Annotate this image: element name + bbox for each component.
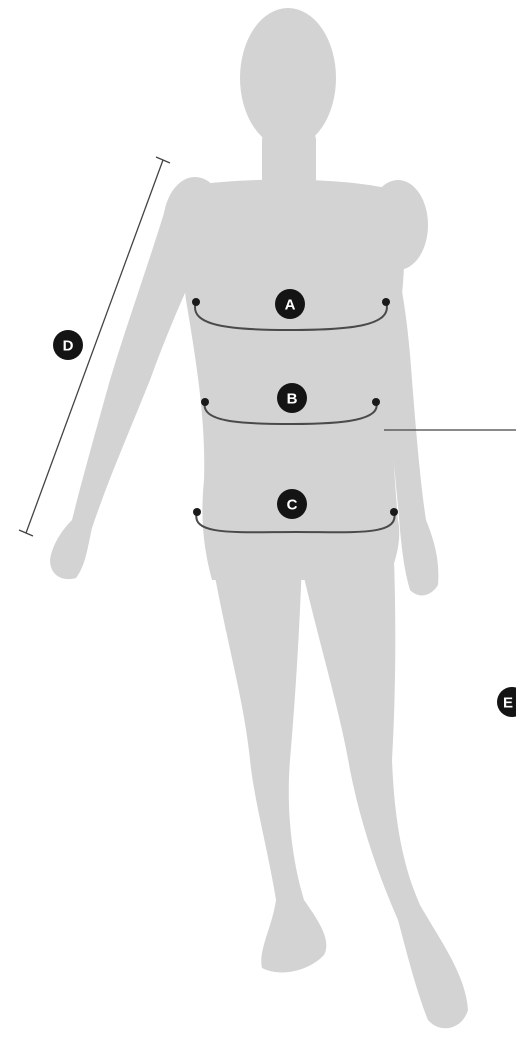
silhouette-head	[240, 8, 336, 148]
chest-right-point	[382, 298, 390, 306]
silhouette-left-leg	[212, 560, 326, 972]
waist-left-point	[201, 398, 209, 406]
hips-right-point	[390, 508, 398, 516]
marker-a-label: A	[285, 297, 296, 314]
marker-e-label: E	[503, 695, 513, 712]
human-silhouette	[50, 8, 468, 1028]
chest-left-point	[192, 298, 200, 306]
marker-c-label: C	[287, 497, 298, 514]
arm-length-cap-top	[156, 157, 170, 163]
marker-d-label: D	[63, 338, 74, 355]
waist-right-point	[372, 398, 380, 406]
marker-b-label: B	[287, 391, 298, 408]
silhouette-right-leg	[300, 560, 468, 1028]
silhouette-left-arm	[50, 200, 212, 579]
hips-left-point	[193, 508, 201, 516]
arm-length-cap-bottom	[19, 530, 33, 536]
